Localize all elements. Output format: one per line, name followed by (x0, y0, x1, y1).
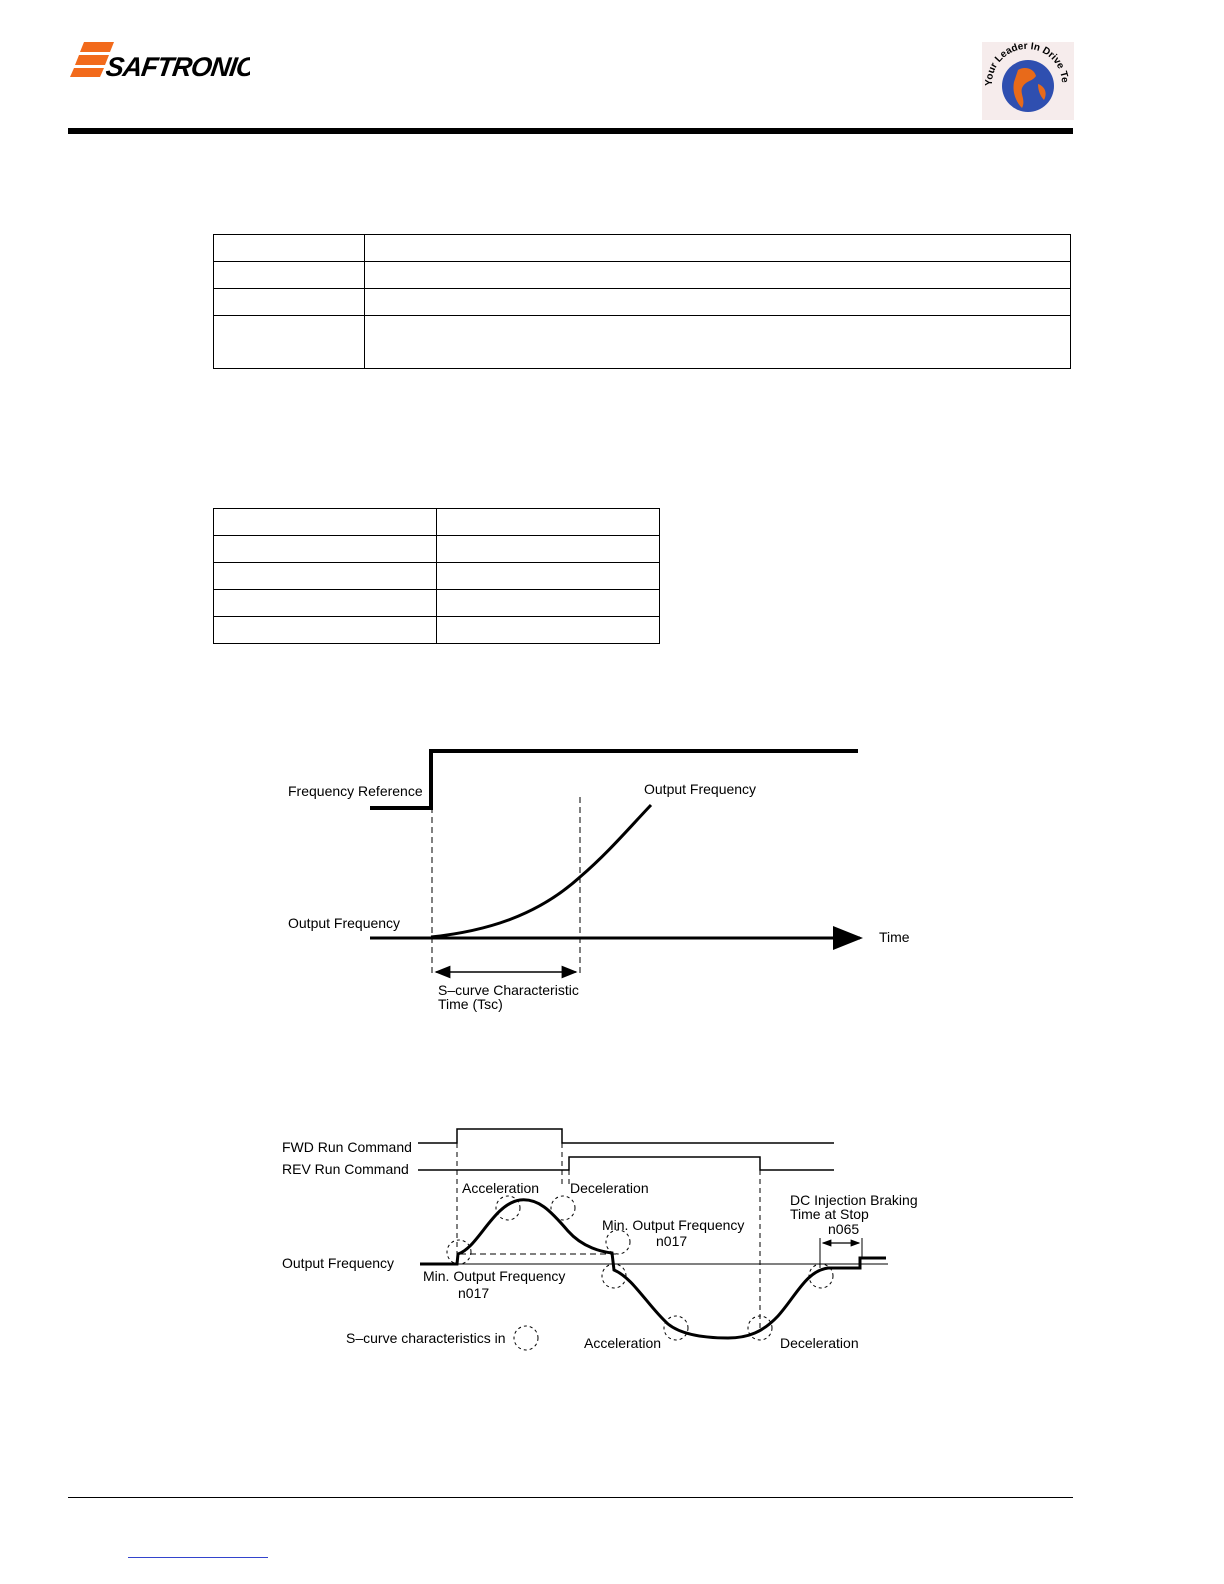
table-cell (436, 508, 660, 536)
rev-run-label: REV Run Command (282, 1161, 409, 1177)
output-frequency-axis-label: Output Frequency (288, 915, 400, 931)
parameter-table-1 (213, 234, 1071, 369)
table-row (213, 616, 660, 644)
dc-braking-param: n065 (828, 1221, 859, 1237)
acceleration-top-label: Acceleration (462, 1180, 539, 1196)
table-row (213, 589, 660, 617)
scurve-note-label: S–curve characteristics in (346, 1330, 506, 1346)
scurve-marker-circles (446, 1195, 834, 1351)
frequency-reference-label: Frequency Reference (288, 783, 423, 799)
deceleration-top-label: Deceleration (570, 1180, 649, 1196)
globe-badge-logo: Your Leader In Drive Technology (982, 42, 1074, 120)
fwd-run-label: FWD Run Command (282, 1139, 412, 1155)
output-frequency-curve-label: Output Frequency (644, 781, 756, 797)
table-cell (213, 261, 365, 289)
table-cell (213, 315, 365, 369)
table-cell (213, 616, 437, 644)
tsc-label-line2: Time (Tsc) (438, 996, 503, 1012)
fwd-rev-scurve-diagram: FWD Run Command REV Run Command Accelera… (282, 1128, 918, 1351)
saftronics-logo: SAFTRONICS (70, 42, 250, 82)
dc-braking-label-line1: DC Injection Braking (790, 1192, 918, 1208)
fwd-run-signal (418, 1128, 834, 1144)
scurve-time-diagram: Frequency Reference Output Frequency Out… (288, 749, 910, 1012)
table-cell (213, 508, 437, 536)
output-frequency-curve (430, 803, 653, 939)
footer-link-underline[interactable] (128, 1557, 268, 1558)
table-row (213, 535, 660, 563)
table-cell (436, 562, 660, 590)
frequency-reference-step (370, 749, 858, 810)
table-cell (436, 535, 660, 563)
min-frequency-left-label: Min. Output Frequency (423, 1268, 565, 1284)
min-frequency-right-param: n017 (656, 1233, 687, 1249)
dc-braking-label-line2: Time at Stop (790, 1206, 869, 1222)
table-row (213, 234, 1071, 262)
table-cell (364, 234, 1071, 262)
table-row (213, 315, 1071, 369)
table-cell (364, 315, 1071, 369)
table-cell (364, 261, 1071, 289)
globe-icon (1002, 60, 1054, 112)
table-row (213, 562, 660, 590)
rev-run-signal (418, 1156, 834, 1171)
deceleration-bottom-label: Deceleration (780, 1335, 859, 1351)
logo-stripes-icon (70, 42, 114, 77)
min-frequency-left-param: n017 (458, 1285, 489, 1301)
table-cell (213, 562, 437, 590)
table-cell (213, 535, 437, 563)
header-rule (68, 128, 1073, 134)
brand-wordmark: SAFTRONICS (104, 51, 250, 82)
footer-rule (68, 1497, 1073, 1498)
output-frequency-label: Output Frequency (282, 1255, 394, 1271)
tsc-label-line1: S–curve Characteristic (438, 982, 579, 998)
min-frequency-right-label: Min. Output Frequency (602, 1217, 744, 1233)
table-cell (213, 288, 365, 316)
table-cell (364, 288, 1071, 316)
parameter-table-2 (213, 508, 660, 644)
time-label: Time (879, 929, 910, 945)
table-cell (436, 589, 660, 617)
table-cell (436, 616, 660, 644)
table-row (213, 261, 1071, 289)
table-row (213, 508, 660, 536)
table-cell (213, 589, 437, 617)
output-frequency-waveform (420, 1198, 886, 1340)
acceleration-bottom-label: Acceleration (584, 1335, 661, 1351)
table-cell (213, 234, 365, 262)
table-row (213, 288, 1071, 316)
